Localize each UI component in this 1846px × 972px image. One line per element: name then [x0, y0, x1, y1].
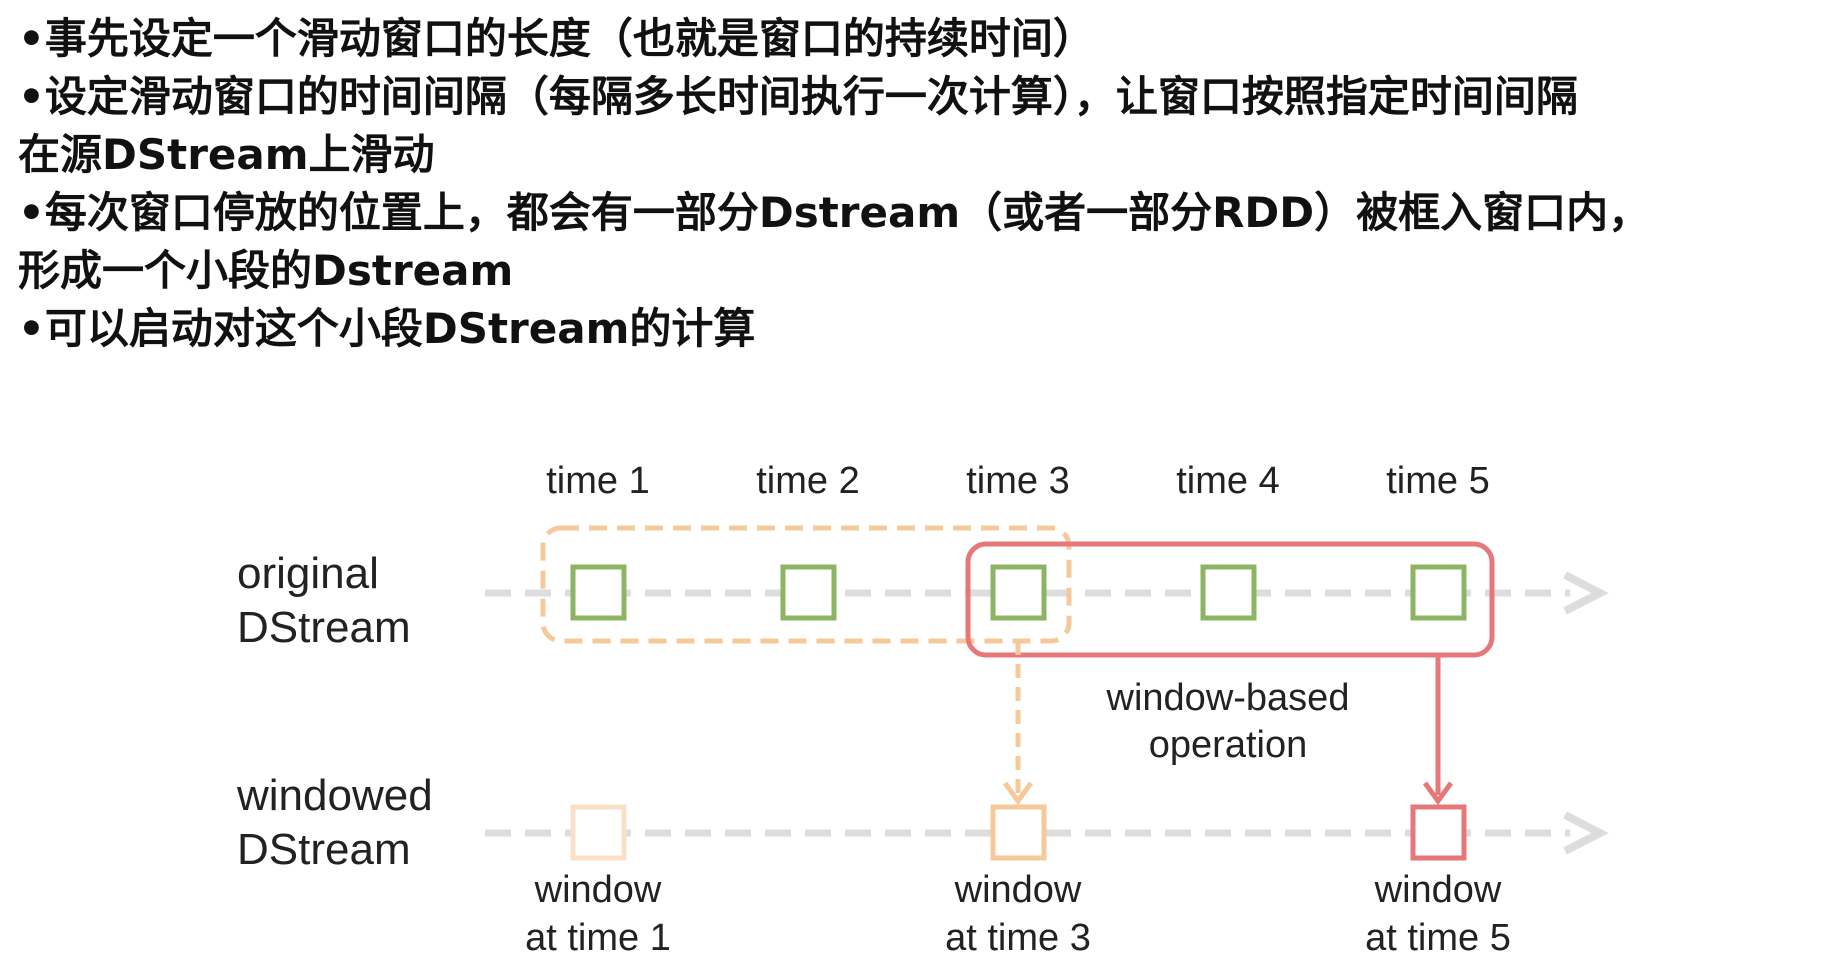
arrow-head-icon: [1563, 571, 1609, 615]
bullet-line: •事先设定一个滑动窗口的长度（也就是窗口的持续时间）: [18, 14, 1095, 63]
rdd-box: [570, 564, 627, 621]
arrow-head-icon: [1563, 811, 1609, 855]
rdd-box: [990, 564, 1047, 621]
time-label: time 3: [966, 460, 1069, 502]
time-label: time 5: [1386, 460, 1489, 502]
bullet-line: •设定滑动窗口的时间间隔（每隔多长时间执行一次计算），让窗口按照指定时间间隔: [18, 72, 1578, 121]
bullet-line: 形成一个小段的Dstream: [18, 246, 514, 295]
bullet-text: •事先设定一个滑动窗口的长度（也就是窗口的持续时间） •设定滑动窗口的时间间隔（…: [18, 10, 1838, 358]
window-caption: window: [1374, 869, 1502, 911]
window-caption: at time 5: [1365, 917, 1511, 959]
windowed-rdd-box: [570, 804, 627, 861]
rdd-box: [1410, 564, 1467, 621]
windowed-rdd-box: [990, 804, 1047, 861]
operation-label: operation: [1149, 724, 1307, 766]
windowed-rdd-box: [1410, 804, 1467, 861]
original-label: DStream: [237, 603, 411, 652]
window-frame-time-5: [965, 541, 1495, 658]
rdd-box: [1200, 564, 1257, 621]
arrow-head-icon: [1422, 781, 1454, 806]
windowed-label: windowed: [236, 771, 433, 820]
arrow-head-icon: [1002, 781, 1034, 806]
window-caption: at time 1: [525, 917, 671, 959]
window-caption: window: [534, 869, 662, 911]
operation-label: window-based: [1106, 677, 1350, 719]
original-label: original: [237, 549, 379, 598]
time-label: time 4: [1176, 460, 1279, 502]
window-caption: window: [954, 869, 1082, 911]
window-frame-time-3: [540, 525, 1072, 644]
windowed-label: DStream: [237, 825, 411, 874]
time-label: time 2: [756, 460, 859, 502]
rdd-box: [780, 564, 837, 621]
bullet-line: •可以启动对这个小段DStream的计算: [18, 304, 756, 353]
time-label: time 1: [546, 460, 649, 502]
window-caption: at time 3: [945, 917, 1091, 959]
bullet-line: 在源DStream上滑动: [18, 130, 435, 179]
bullet-line: •每次窗口停放的位置上，都会有一部分Dstream（或者一部分RDD）被框入窗口…: [18, 188, 1651, 237]
